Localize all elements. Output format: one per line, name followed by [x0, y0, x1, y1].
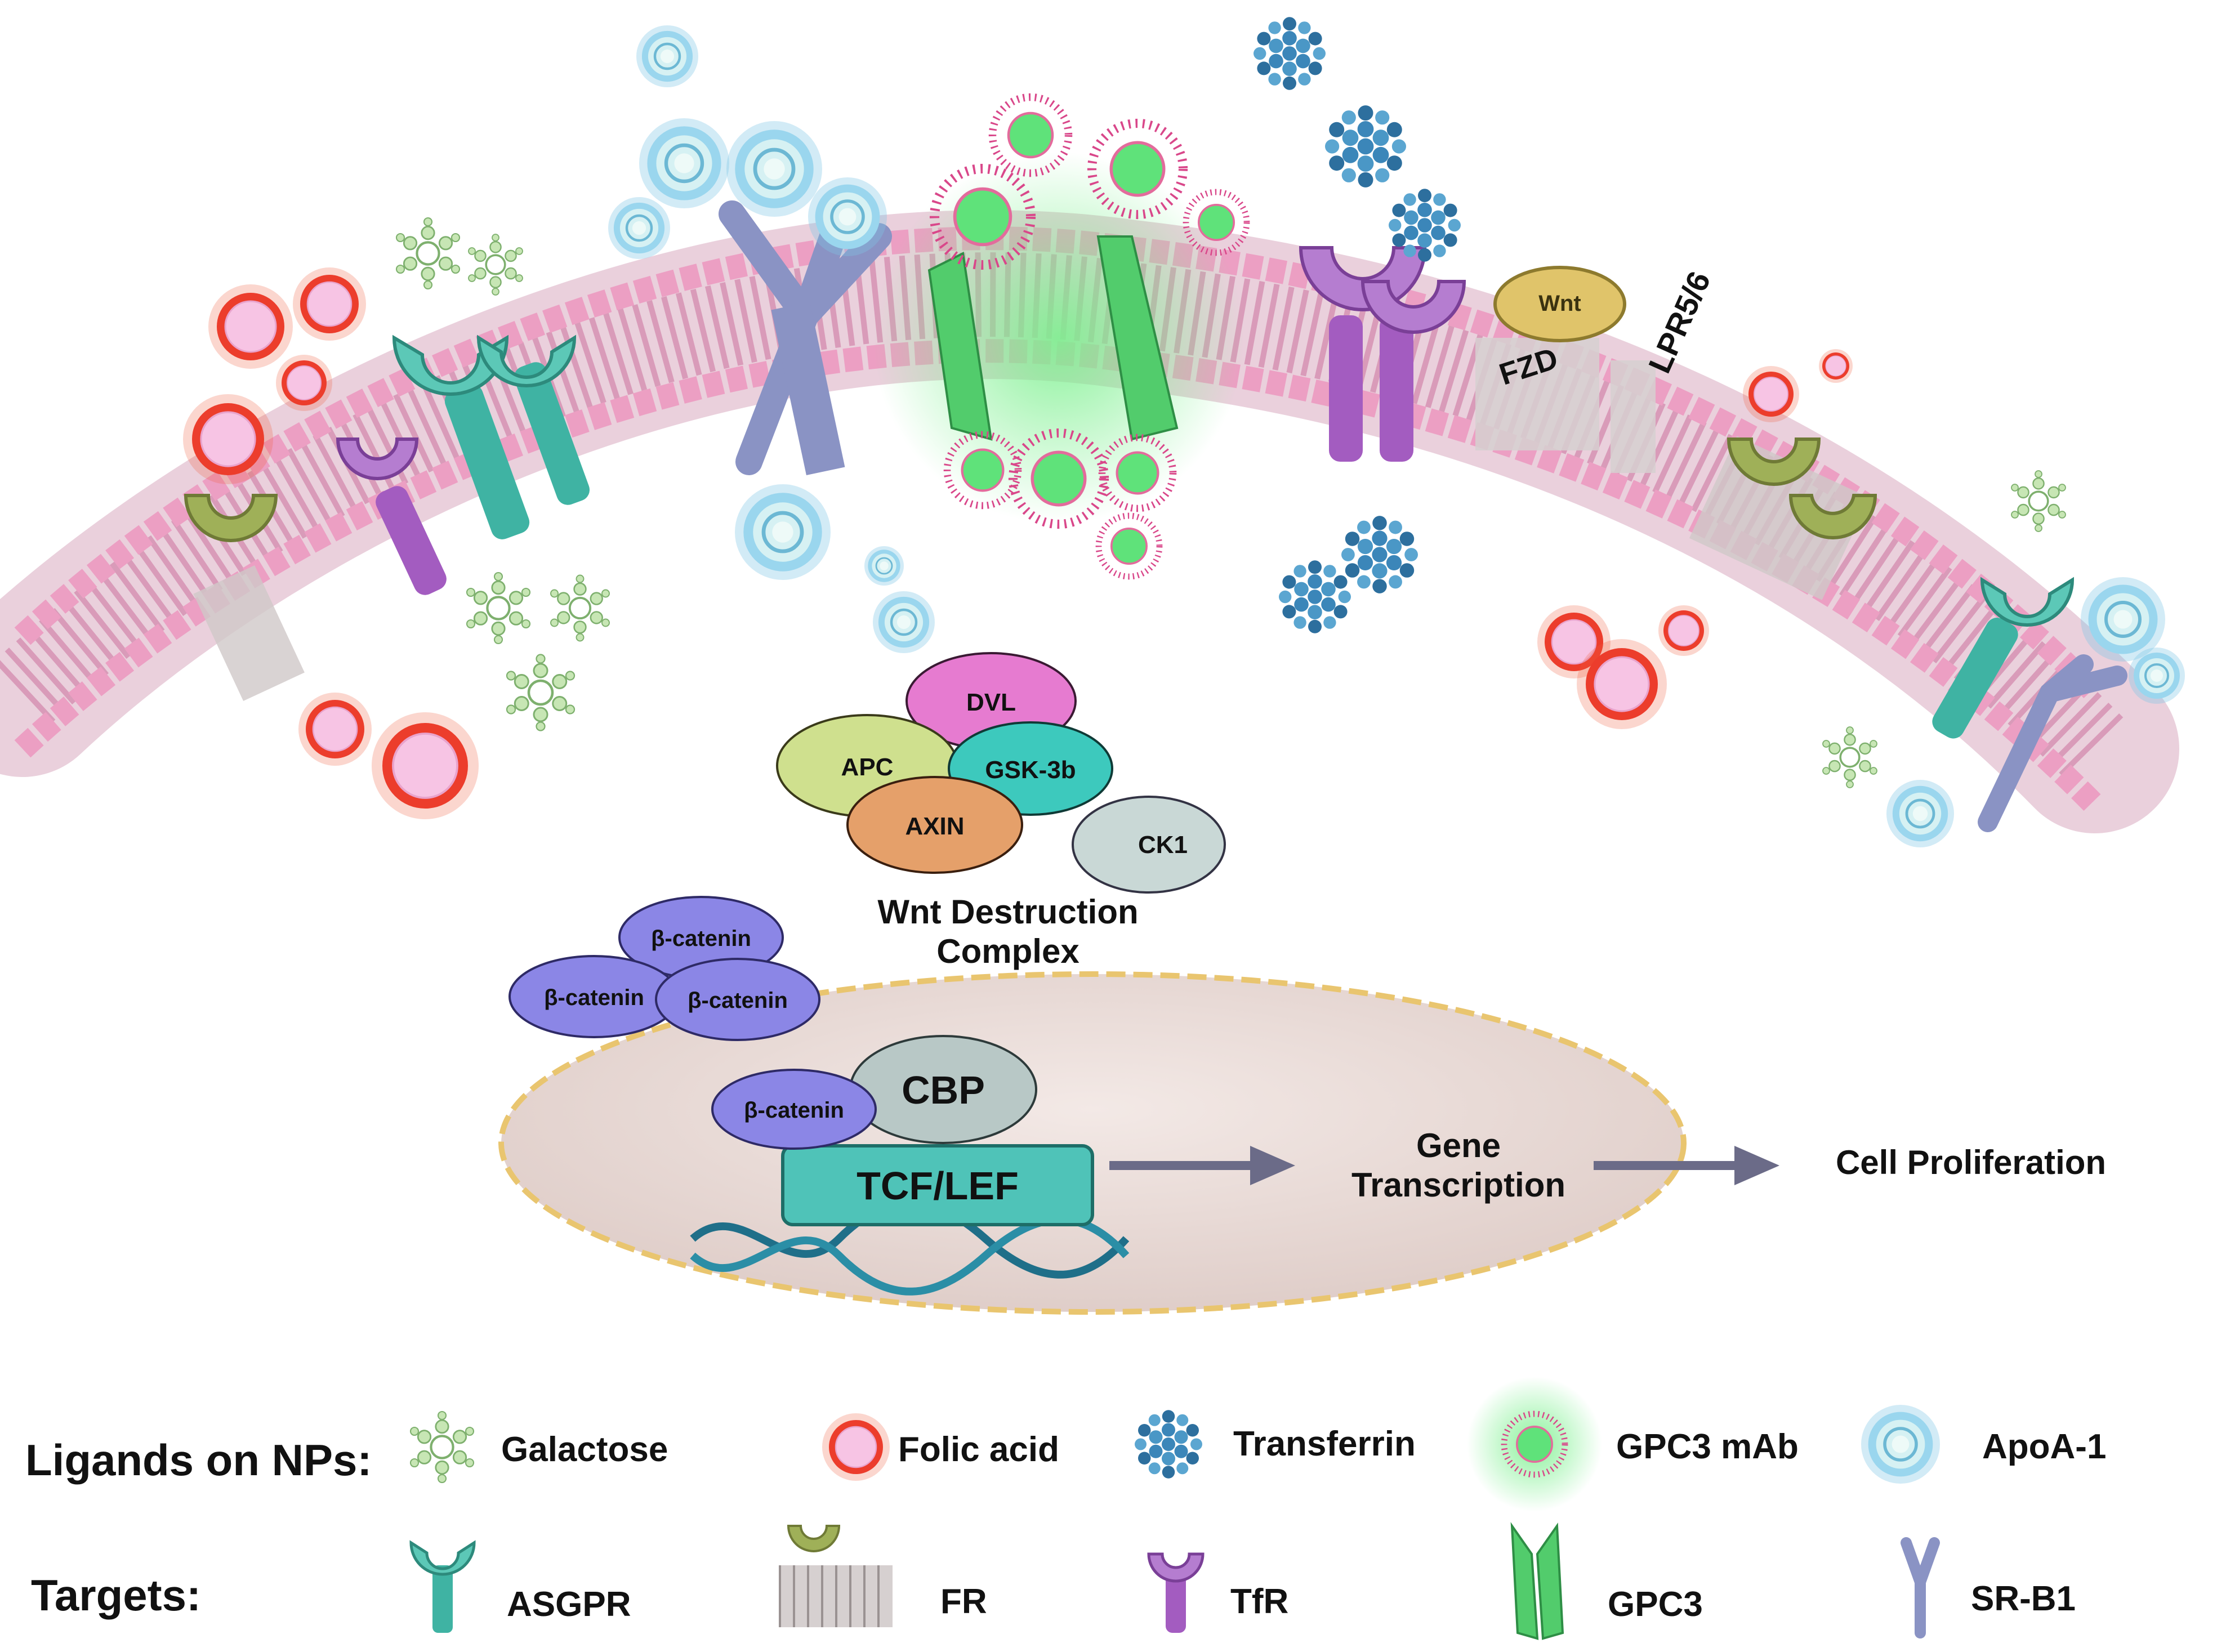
tfr-receptor-icon: [1147, 1552, 1205, 1633]
legend-transferrin-label: Transferrin: [1233, 1425, 1416, 1463]
dvl-label: DVL: [966, 689, 1016, 716]
wnt-destruction-complex: DVL APC GSK-3b AXIN CK1 Wnt Destruction …: [776, 652, 1226, 970]
pathway-arrows: Gene Transcription Cell Proliferation: [1109, 1127, 2106, 1204]
beta-catenin-nuclear: [711, 1069, 877, 1150]
beta-catenin-label: β-catenin: [744, 1098, 844, 1123]
axin-protein: [846, 776, 1023, 874]
tfr-receptor-left: [336, 437, 447, 595]
lpr-label: LPR5/6: [1641, 266, 1718, 378]
asgpr-receptor-pair: [392, 334, 590, 539]
legend-fr-label: FR: [940, 1582, 987, 1621]
legend-galactose-label: Galactose: [501, 1430, 668, 1469]
complex-title-line1: Wnt Destruction: [877, 893, 1138, 931]
targets-title: Targets:: [31, 1570, 201, 1620]
tfr-receptor-right: [1299, 246, 1466, 462]
asgpr-receptor-icon: [409, 1540, 476, 1633]
beta-catenin-label: β-catenin: [544, 985, 644, 1010]
gsk3b-label: GSK-3b: [985, 756, 1076, 784]
gene-transcription-line1: Gene: [1416, 1127, 1501, 1164]
tcf-lef-label: TCF/LEF: [857, 1164, 1019, 1208]
transferrin-np-icon: [1135, 1410, 1202, 1479]
srb1-receptor-right: [1978, 654, 2127, 832]
legend-asgpr-label: ASGPR: [507, 1585, 631, 1624]
ck1-protein: [1072, 796, 1226, 894]
apoa1-np-icon: [1861, 1405, 1940, 1484]
legend: Ligands on NPs: Targets: Galactose Folic…: [25, 1377, 2106, 1640]
ck1-label: CK1: [1138, 831, 1188, 859]
tcf-lef-box: [781, 1144, 1094, 1226]
wnt-ligand: [1493, 266, 1626, 342]
beta-catenin-cytoplasm: β-catenin β-catenin β-catenin: [508, 896, 820, 1041]
cell-proliferation-label: Cell Proliferation: [1836, 1144, 2106, 1181]
legend-gpc3-mab-label: GPC3 mAb: [1616, 1427, 1799, 1466]
legend-tfr-label: TfR: [1230, 1582, 1288, 1621]
legend-srb1-label: SR-B1: [1971, 1579, 2076, 1618]
fr-receptor-right: [1689, 436, 1877, 600]
legend-folic-acid-label: Folic acid: [898, 1430, 1059, 1469]
complex-title-line2: Complex: [936, 932, 1079, 970]
axin-label: AXIN: [905, 812, 964, 840]
fr-receptor-icon: [779, 1525, 893, 1627]
galactose-np-icon: [411, 1412, 474, 1483]
gpc3-receptor-center: [927, 235, 1179, 441]
wnt-label: Wnt: [1538, 291, 1581, 316]
ligands-title: Ligands on NPs:: [25, 1435, 372, 1485]
fr-receptor-left: [184, 494, 305, 702]
apc-label: APC: [841, 753, 894, 781]
folic-acid-np-icon: [821, 1412, 891, 1482]
cbp-label: CBP: [902, 1068, 985, 1112]
legend-gpc3-label: GPC3: [1608, 1585, 1703, 1624]
transcription-complex: TCF/LEF CBP β-catenin: [690, 1035, 1130, 1296]
gene-transcription-line2: Transcription: [1351, 1166, 1565, 1204]
asgpr-receptor-right: [1932, 577, 2075, 739]
beta-catenin-label: β-catenin: [688, 988, 788, 1013]
gpc3-receptor-icon: [1510, 1522, 1564, 1640]
srb1-receptor-icon: [1901, 1537, 1940, 1638]
nucleus: [498, 971, 1687, 1315]
beta-catenin-label: β-catenin: [651, 926, 751, 951]
legend-apoa1-label: ApoA-1: [1982, 1427, 2106, 1466]
